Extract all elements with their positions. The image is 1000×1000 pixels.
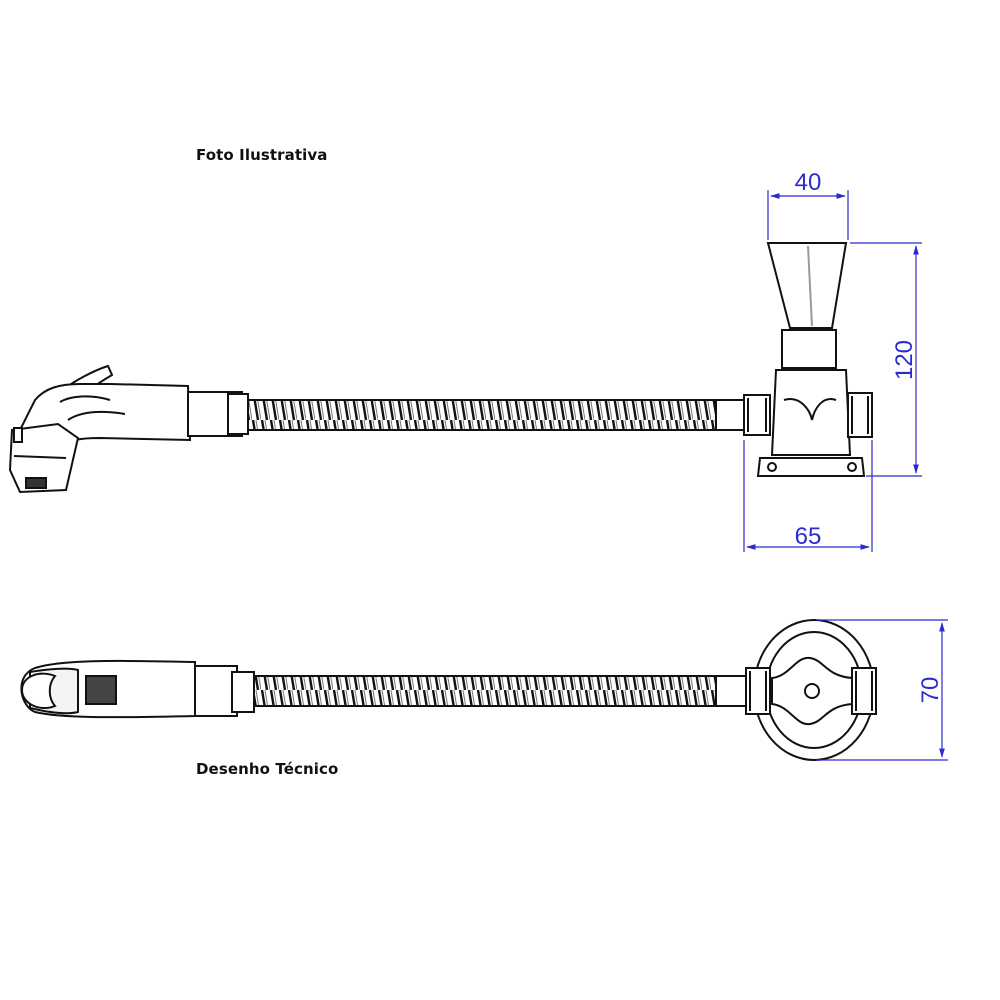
dimension-120-label: 120 (891, 340, 918, 380)
dimension-65-label: 65 (795, 523, 822, 550)
hose-top (247, 399, 717, 431)
shower-head-top (20, 659, 255, 719)
photo-caption: Foto Ilustrativa (196, 146, 328, 164)
drawing-caption: Desenho Técnico (196, 760, 339, 778)
valve-side (715, 242, 873, 477)
valve-top (715, 619, 877, 761)
dimension-65 (743, 440, 873, 552)
dimension-70 (816, 619, 948, 761)
shower-head-side (8, 364, 249, 494)
dimension-40-label: 40 (795, 169, 822, 196)
dimension-70-label: 70 (917, 677, 944, 704)
dimension-120 (850, 242, 922, 477)
hose-bottom (253, 675, 717, 707)
dimension-40 (767, 190, 849, 240)
